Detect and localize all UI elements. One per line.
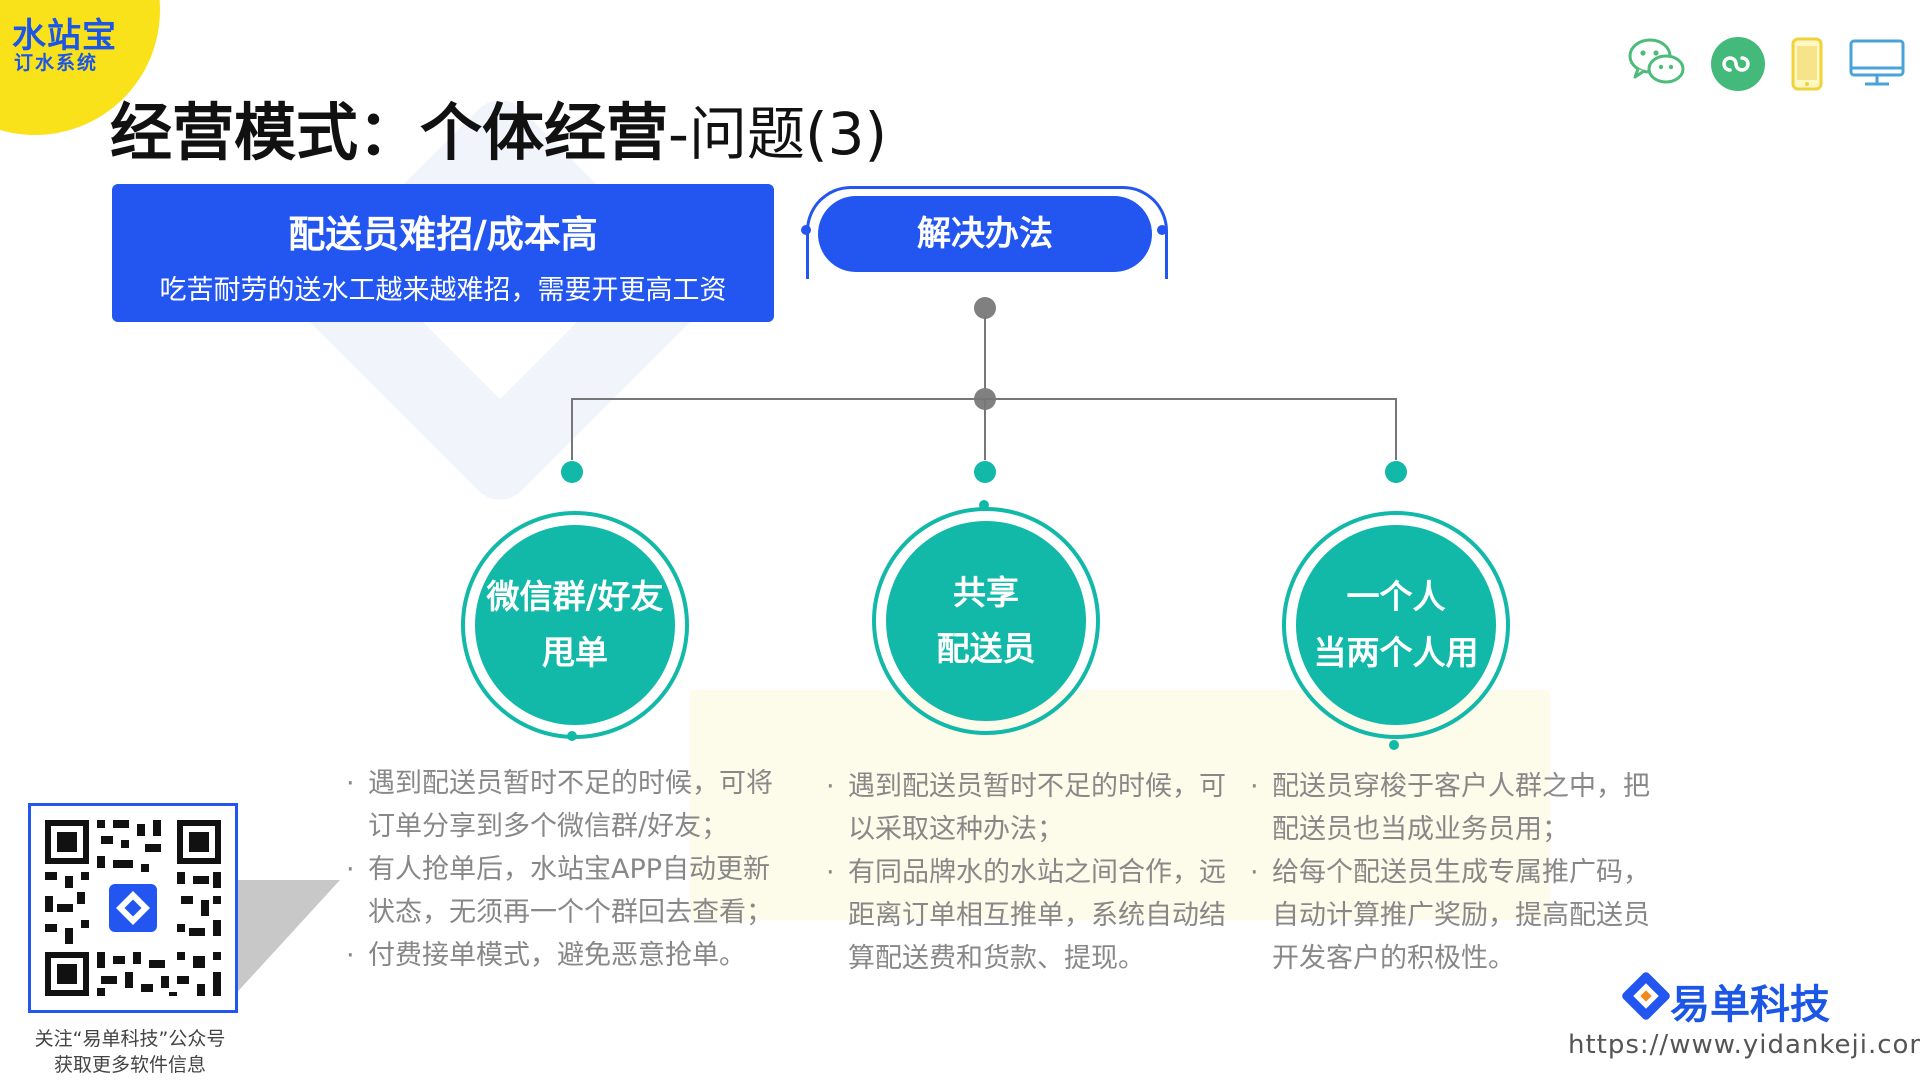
logo-main-text: 水站宝 [12, 16, 117, 56]
qr-caption: 关注“易单科技”公众号 获取更多软件信息 [10, 1026, 250, 1078]
wechat-icon[interactable] [1628, 36, 1686, 92]
problem-description: 吃苦耐劳的送水工越来越难招，需要开更高工资 [159, 275, 727, 306]
connector-line-vertical [984, 316, 986, 404]
mini-program-icon[interactable] [1710, 36, 1766, 96]
page-title: 经营模式：个体经营-问题(3) [110, 82, 887, 172]
qr-shadow [230, 880, 340, 1000]
bullet-item: 遇到配送员暂时不足的时候，可以采取这种办法； [826, 765, 1226, 851]
brand-name: 易单科技 [1670, 982, 1830, 1028]
bullet-item: 配送员穿梭于客户人群之中，把配送员也当成业务员用； [1250, 765, 1650, 851]
branch-dot-1 [561, 461, 583, 483]
page-title-suffix: -问题(3) [668, 100, 888, 168]
branch-1-line2: 甩单 [542, 633, 608, 672]
branch-2-line2: 配送员 [936, 629, 1036, 668]
solution-label: 解决办法 [818, 196, 1152, 272]
branch-dot-3 [1385, 461, 1407, 483]
qr-caption-line1: 关注“易单科技”公众号 [34, 1028, 226, 1050]
branch-2-line1: 共享 [953, 573, 1019, 612]
ring-dot-3 [1389, 740, 1399, 750]
branch-3-line2: 当两个人用 [1313, 633, 1479, 672]
branch-2-bullets: 遇到配送员暂时不足的时候，可以采取这种办法； 有同品牌水的水站之间合作，远距离订… [826, 765, 1226, 980]
bullet-item: 有人抢单后，水站宝APP自动更新状态，无须再一个个群回去查看； [346, 848, 796, 934]
arc-end-dot-left [801, 225, 811, 235]
bullet-item: 遇到配送员暂时不足的时候，可将订单分享到多个微信群/好友； [346, 762, 796, 848]
branch-dot-2 [974, 461, 996, 483]
branch-3-line1: 一个人 [1346, 577, 1446, 616]
arc-end-dot-right [1157, 225, 1167, 235]
page-title-main: 经营模式：个体经营 [110, 96, 669, 169]
brand-url[interactable]: https://www.yidankeji.com [1568, 1030, 1920, 1060]
problem-heading: 配送员难招/成本高 [288, 213, 598, 256]
logo-sub-text: 订水系统 [14, 52, 99, 74]
branch-1-bullets: 遇到配送员暂时不足的时候，可将订单分享到多个微信群/好友； 有人抢单后，水站宝A… [346, 762, 796, 977]
bullet-item: 付费接单模式，避免恶意抢单。 [346, 934, 796, 977]
bullet-item: 有同品牌水的水站之间合作，远距离订单相互推单，系统自动结算配送费和货款、提现。 [826, 851, 1226, 980]
qr-caption-line2: 获取更多软件信息 [53, 1054, 206, 1076]
connector-line-right [1395, 398, 1397, 460]
branch-ring-3 [1282, 511, 1510, 739]
branch-circle-3: 一个人 当两个人用 [1296, 525, 1496, 725]
connector-line-left [571, 398, 573, 460]
branch-3-bullets: 配送员穿梭于客户人群之中，把配送员也当成业务员用； 给每个配送员生成专属推广码，… [1250, 765, 1650, 980]
desktop-icon[interactable] [1848, 38, 1906, 92]
connector-line-middle [984, 398, 986, 460]
problem-box: 配送员难招/成本高 吃苦耐劳的送水工越来越难招，需要开更高工资 [112, 184, 774, 322]
qr-code [31, 806, 235, 1010]
qr-code-frame[interactable] [28, 803, 238, 1013]
connector-dot-top [974, 297, 996, 319]
branch-1-line1: 微信群/好友 [486, 577, 664, 616]
bullet-item: 给每个配送员生成专属推广码，自动计算推广奖励，提高配送员开发客户的积极性。 [1250, 851, 1650, 980]
mobile-app-icon[interactable] [1790, 36, 1824, 96]
ring-dot-1 [567, 731, 577, 741]
brand-logo-icon [1622, 972, 1670, 1020]
branch-circle-1: 微信群/好友 甩单 [475, 525, 675, 725]
branch-circle-2: 共享 配送员 [886, 521, 1086, 721]
ring-dot-2 [979, 500, 989, 510]
